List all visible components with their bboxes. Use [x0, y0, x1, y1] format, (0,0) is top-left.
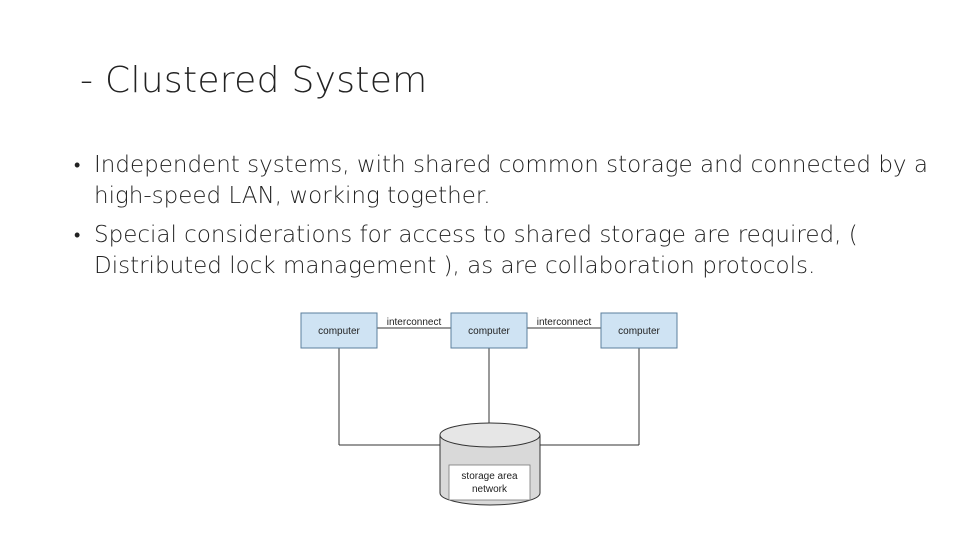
bullet-text: Independent systems, with shared common …: [94, 152, 928, 209]
bullet-text: Special considerations for access to sha…: [94, 222, 858, 279]
computer-node: computer: [450, 312, 528, 349]
bullet-dot-icon: •: [74, 155, 81, 176]
computer-label: computer: [618, 326, 660, 337]
computer-node: computer: [300, 312, 378, 349]
bullet-item: • Independent systems, with shared commo…: [72, 150, 932, 212]
bullet-list: • Independent systems, with shared commo…: [72, 150, 932, 290]
storage-label: network: [472, 484, 508, 495]
connector-lines: [338, 327, 640, 446]
bullet-dot-icon: •: [74, 225, 81, 246]
storage-cylinder-icon: storage area network: [439, 422, 541, 506]
computer-node: computer: [600, 312, 678, 349]
computer-label: computer: [468, 326, 510, 337]
storage-label: storage area: [461, 471, 518, 482]
bullet-item: • Special considerations for access to s…: [72, 220, 932, 282]
slide-title: - Clustered System: [80, 60, 428, 101]
computer-label: computer: [318, 326, 360, 337]
cluster-diagram: interconnect interconnect computer compu…: [300, 312, 678, 506]
interconnect-label: interconnect: [537, 317, 592, 328]
interconnect-label: interconnect: [387, 317, 442, 328]
